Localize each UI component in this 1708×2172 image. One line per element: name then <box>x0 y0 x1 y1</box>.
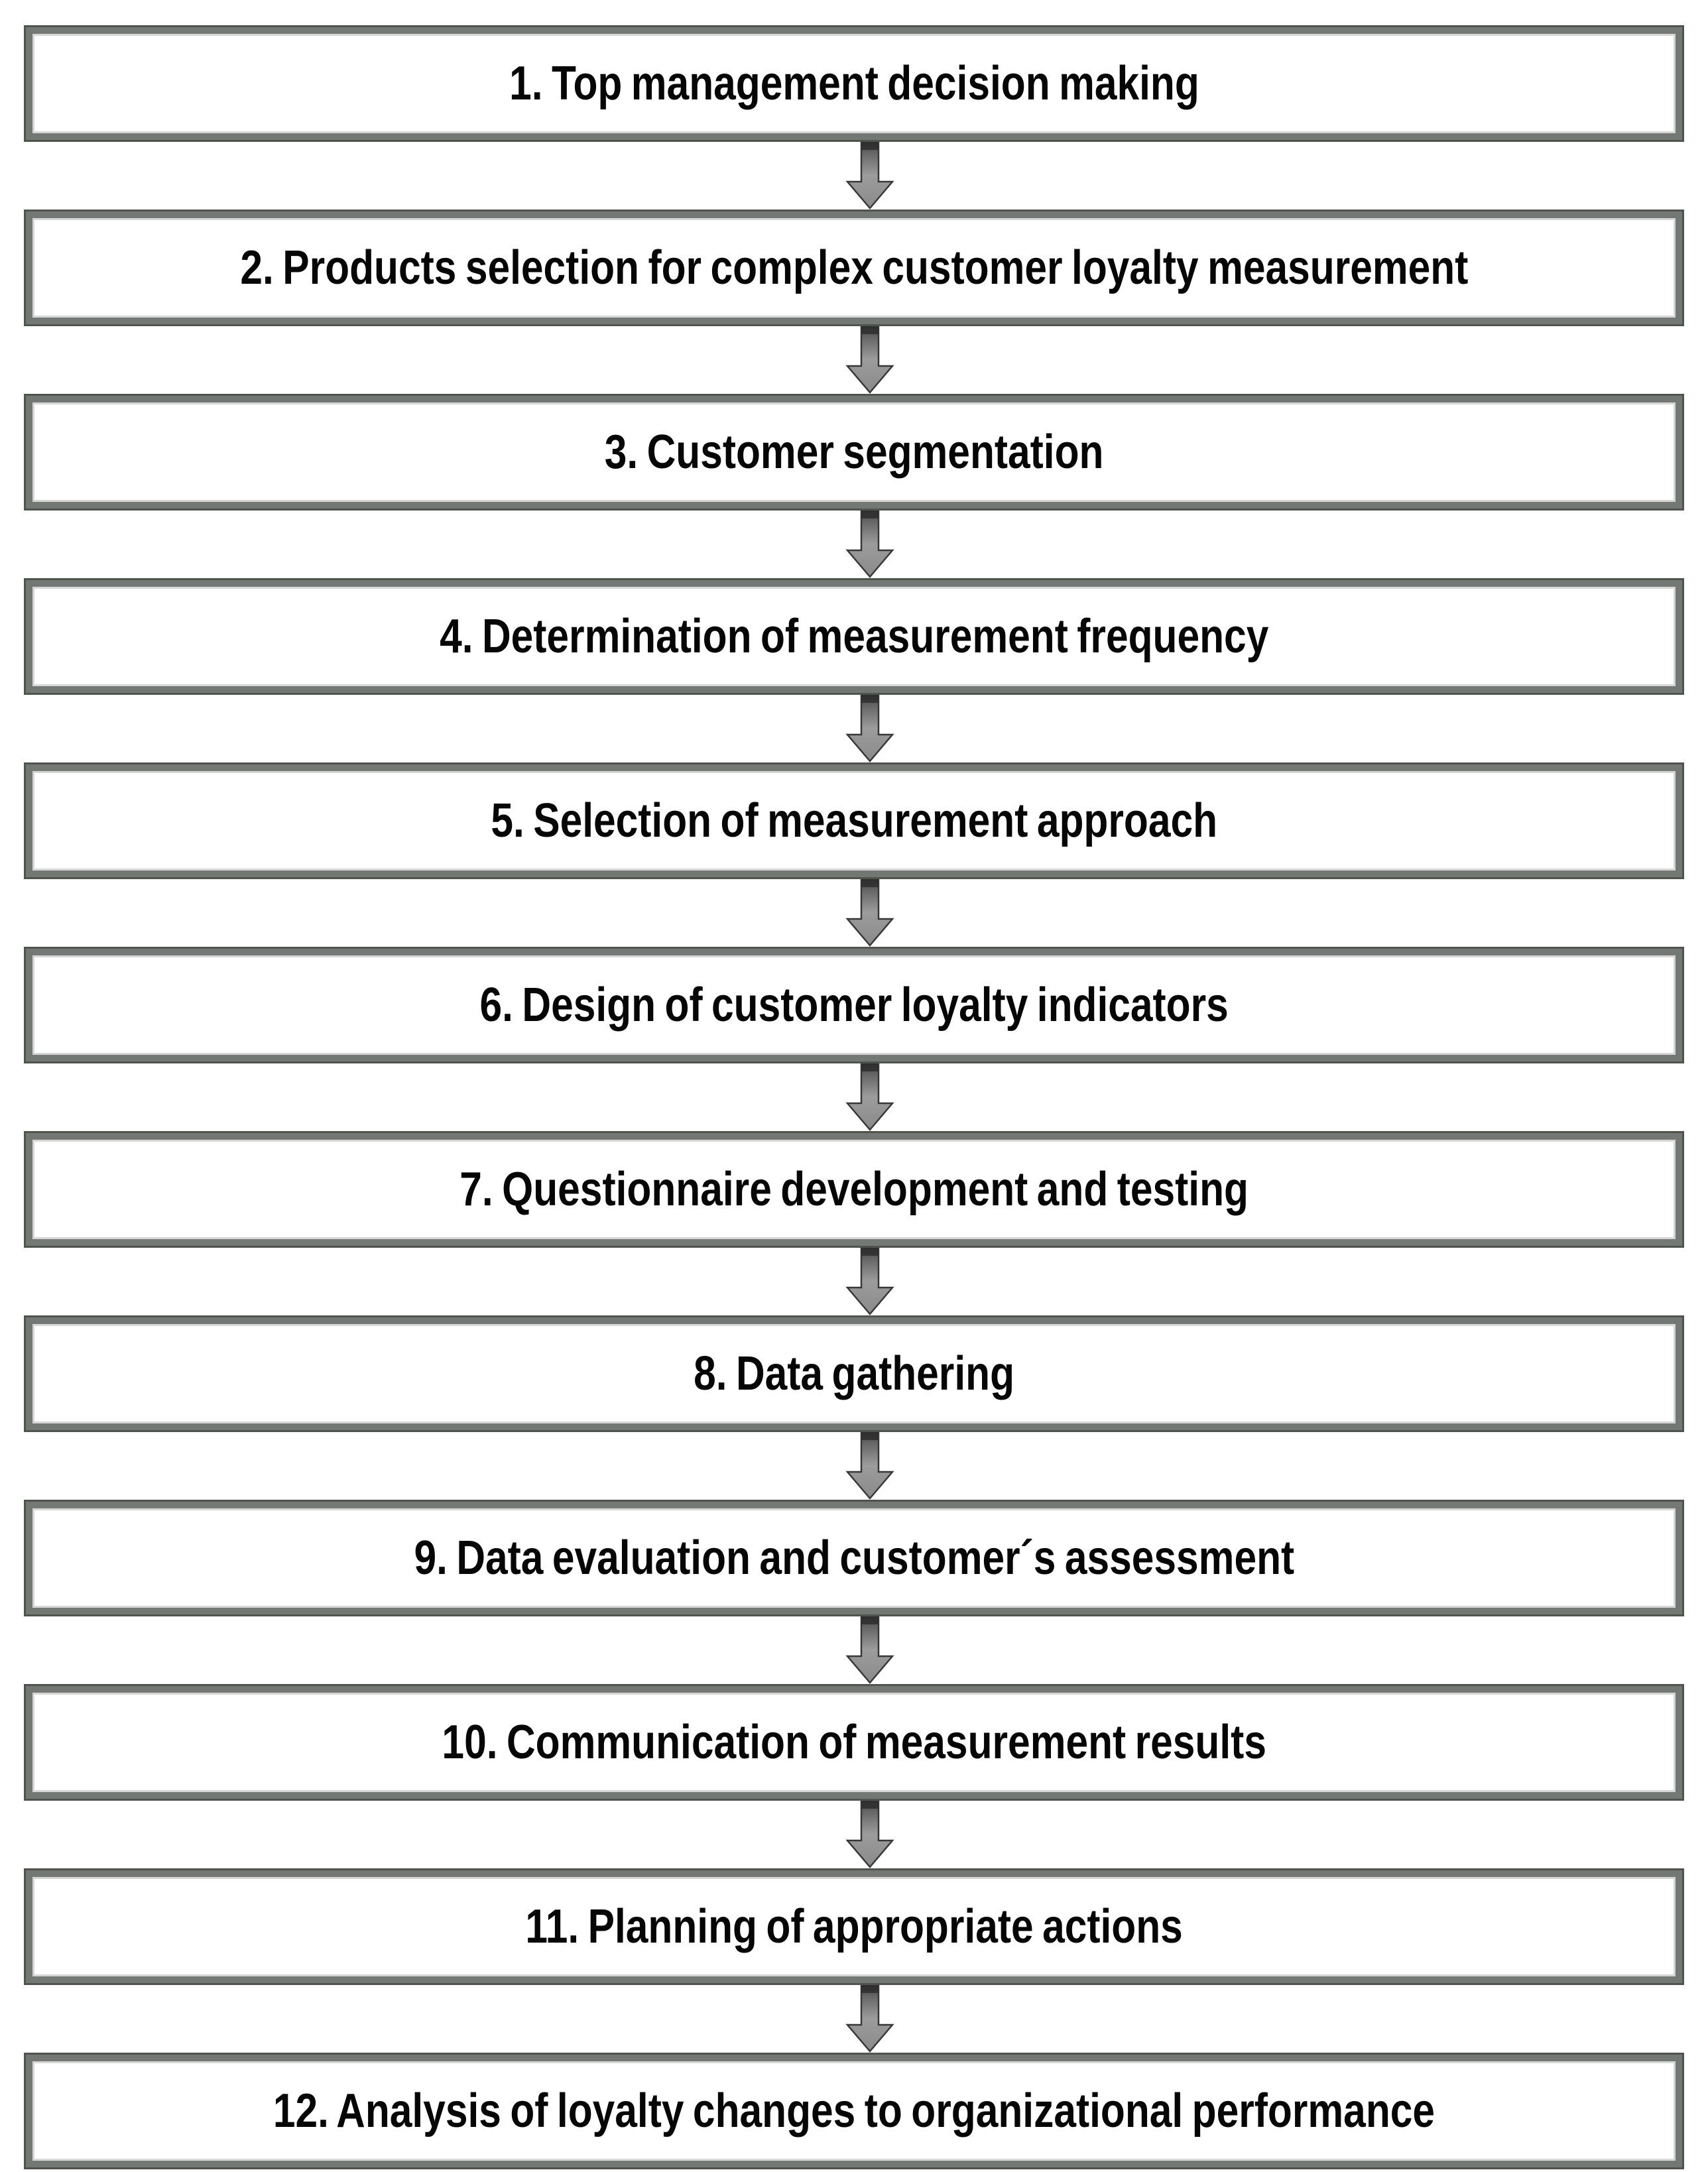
flow-step-10-label: 10. Communication of measurement results <box>442 1716 1266 1769</box>
flow-step-10: 10. Communication of measurement results <box>24 1684 1684 1801</box>
down-arrow-icon <box>24 1801 1684 1868</box>
flow-step-3-label: 3. Customer segmentation <box>604 426 1104 479</box>
flow-step-8: 8. Data gathering <box>24 1315 1684 1432</box>
flow-step-4-label: 4. Determination of measurement frequenc… <box>439 610 1269 663</box>
flow-step-4: 4. Determination of measurement frequenc… <box>24 578 1684 695</box>
flow-step-12: 12. Analysis of loyalty changes to organ… <box>24 2053 1684 2169</box>
flow-step-2: 2. Products selection for complex custom… <box>24 210 1684 326</box>
flow-step-2-label: 2. Products selection for complex custom… <box>240 241 1468 294</box>
flow-step-8-label: 8. Data gathering <box>694 1347 1014 1400</box>
flow-step-7-label: 7. Questionnaire development and testing <box>459 1163 1249 1216</box>
down-arrow-icon <box>24 1985 1684 2053</box>
flow-step-5: 5. Selection of measurement approach <box>24 762 1684 879</box>
flow-step-11: 11. Planning of appropriate actions <box>24 1868 1684 1985</box>
down-arrow-icon <box>24 142 1684 210</box>
down-arrow-icon <box>24 1248 1684 1315</box>
flow-step-6: 6. Design of customer loyalty indicators <box>24 947 1684 1063</box>
down-arrow-icon <box>24 511 1684 578</box>
flow-step-9-label: 9. Data evaluation and customer´s assess… <box>414 1532 1294 1585</box>
flow-step-3: 3. Customer segmentation <box>24 394 1684 511</box>
flow-step-1: 1. Top management decision making <box>24 25 1684 142</box>
flow-step-11-label: 11. Planning of appropriate actions <box>525 1900 1183 1953</box>
down-arrow-icon <box>24 326 1684 394</box>
flow-step-7: 7. Questionnaire development and testing <box>24 1131 1684 1248</box>
down-arrow-icon <box>24 695 1684 762</box>
down-arrow-icon <box>24 879 1684 947</box>
flow-step-9: 9. Data evaluation and customer´s assess… <box>24 1500 1684 1616</box>
flow-step-6-label: 6. Design of customer loyalty indicators <box>479 979 1229 1032</box>
flow-step-1-label: 1. Top management decision making <box>509 57 1199 110</box>
flow-step-12-label: 12. Analysis of loyalty changes to organ… <box>273 2084 1435 2138</box>
flow-step-5-label: 5. Selection of measurement approach <box>491 794 1217 847</box>
down-arrow-icon <box>24 1432 1684 1500</box>
down-arrow-icon <box>24 1616 1684 1684</box>
down-arrow-icon <box>24 1063 1684 1131</box>
